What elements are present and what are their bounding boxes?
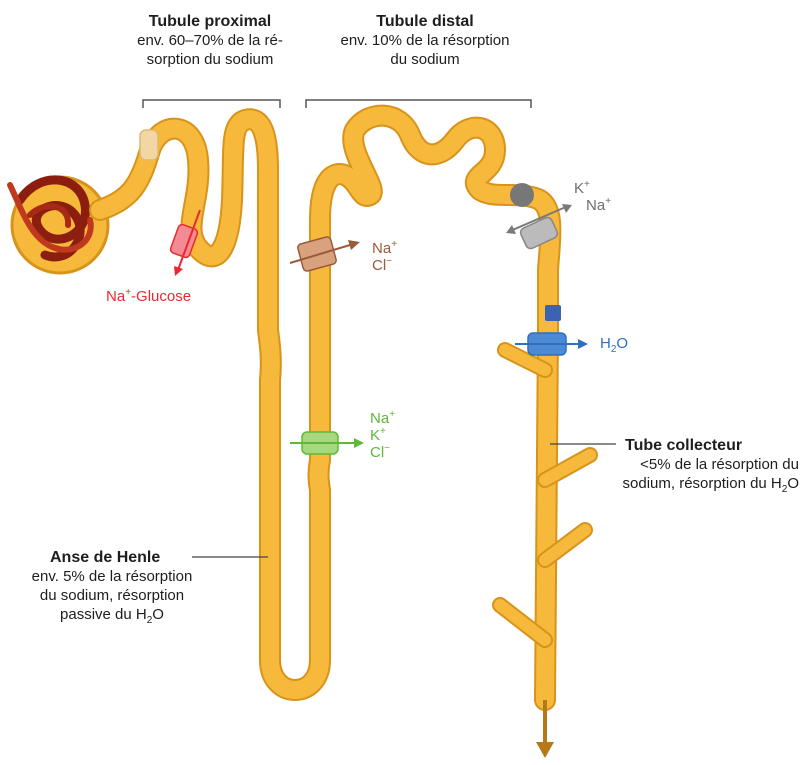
nakcl-label: Na+ K+ Cl− [370,410,395,461]
glomerulus [10,177,108,273]
nakcl-transporter [290,432,364,454]
proximal-desc-1: env. 60–70% de la ré- [120,31,300,50]
proximal-title: Tubule proximal [120,12,300,31]
distal-bracket [306,100,531,108]
henle-desc-2: du sodium, résorption [12,586,212,605]
proximal-bracket [143,100,280,108]
henle-title: Anse de Henle [12,548,212,567]
water-label: H2O [600,335,628,352]
henle-desc-3: passive du H2O [12,605,212,624]
distal-title: Tubule distal [325,12,525,31]
collector-label: Tube collecteur <5% de la résorption du … [585,436,799,493]
kna-label: K+ Na+ [574,180,611,214]
henle-desc-1: env. 5% de la résorption [12,567,212,586]
collector-desc-2: sodium, résorption du H2O [585,474,799,493]
nacl-transporter [290,236,360,272]
na-glucose-label: Na+-Glucose [106,288,191,305]
proximal-label: Tubule proximal env. 60–70% de la ré- so… [120,12,300,69]
distal-desc-1: env. 10% de la résorption [325,31,525,50]
nacl-label: Na+ Cl− [372,240,397,274]
collector-title: Tube collecteur [585,436,799,455]
henle-label: Anse de Henle env. 5% de la résorption d… [12,548,212,624]
proximal-desc-2: sorption du sodium [120,50,300,69]
distal-label: Tubule distal env. 10% de la résorption … [325,12,525,69]
collector-desc-1: <5% de la résorption du [585,455,799,474]
distal-desc-2: du sodium [325,50,525,69]
